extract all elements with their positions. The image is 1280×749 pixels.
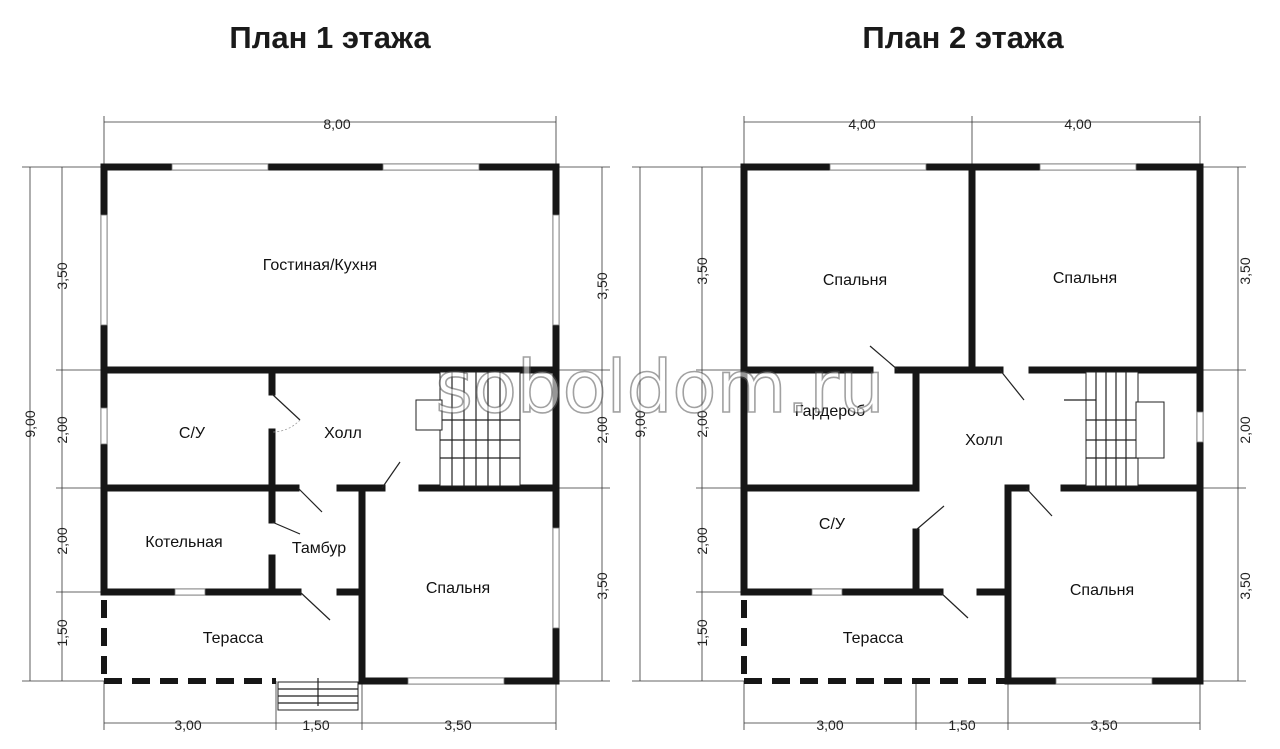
- plan-2-dim-bottom-1: 3,00: [816, 717, 843, 733]
- plan-2-room-bedroom-bottom-right: Спальня: [1070, 582, 1134, 599]
- plan-1-title: План 1 этажа: [229, 20, 431, 55]
- plan-2: Спальня Спальня Гардероб Холл С/У Спальн…: [632, 116, 1253, 733]
- plan-1-dim-left-3: 2,00: [54, 527, 70, 554]
- plan-1-dim-bottom-1: 3,00: [174, 717, 201, 733]
- plan-2-dim-top-1: 4,00: [848, 116, 875, 132]
- plan-1-entrance-steps: [277, 678, 359, 711]
- plan-2-dim-bottom-3: 3,50: [1090, 717, 1117, 733]
- plan-1-room-boiler: Котельная: [145, 534, 222, 551]
- plan-2-dim-top-2: 4,00: [1064, 116, 1091, 132]
- plan-2-dim-left-4: 1,50: [694, 619, 710, 646]
- plan-1-dim-right-1: 3,50: [594, 272, 610, 299]
- plan-1-dim-left-4: 1,50: [54, 619, 70, 646]
- plan-2-dim-right-3: 3,50: [1237, 572, 1253, 599]
- plan-1-dim-top-total: 8,00: [323, 116, 350, 132]
- plan-1-stairs: [415, 371, 521, 487]
- plan-2-dim-left-2: 2,00: [694, 410, 710, 437]
- plan-1-room-hall: Холл: [324, 425, 362, 442]
- plan-2-room-hall: Холл: [965, 432, 1003, 449]
- plan-2-windows: [811, 163, 1204, 685]
- plan-2-doors: [869, 345, 1053, 619]
- plan-1-dimension-lines: [22, 116, 610, 730]
- plan-1-room-bedroom: Спальня: [426, 580, 490, 597]
- plan-1-dim-left-2: 2,00: [54, 416, 70, 443]
- plan-2-room-terrace: Терасса: [843, 630, 904, 647]
- plan-1-room-living-kitchen: Гостиная/Кухня: [263, 257, 377, 274]
- plan-1-room-terrace: Терасса: [203, 630, 264, 647]
- plan-1-dim-left-total: 9,00: [22, 410, 38, 437]
- plan-1-room-wc: С/У: [179, 425, 206, 442]
- plan-2-title: План 2 этажа: [862, 20, 1064, 55]
- plan-2-room-wc: С/У: [819, 516, 846, 533]
- plan-2-stairs: [1064, 371, 1165, 487]
- watermark: soboldom.ru: [435, 345, 884, 429]
- plan-1-room-vestibule: Тамбур: [292, 540, 346, 557]
- plan-2-dim-left-3: 2,00: [694, 527, 710, 554]
- plan-1-dim-left-1: 3,50: [54, 262, 70, 289]
- plan-2-dim-bottom-2: 1,50: [948, 717, 975, 733]
- plan-2-walls: [740, 163, 1204, 685]
- plan-2-dim-left-total: 9,00: [632, 410, 648, 437]
- plan-1: Гостиная/Кухня С/У Холл Котельная Тамбур…: [22, 116, 610, 733]
- plan-2-dim-right-2: 2,00: [1237, 416, 1253, 443]
- plan-2-dim-left-1: 3,50: [694, 257, 710, 284]
- plan-2-room-bedroom-top-left: Спальня: [823, 272, 887, 289]
- plan-1-windows: [100, 163, 560, 685]
- plan-2-room-bedroom-top-right: Спальня: [1053, 270, 1117, 287]
- plan-2-dimension-lines: [632, 116, 1246, 730]
- plan-1-dim-right-2: 2,00: [594, 416, 610, 443]
- plan-1-terrace-railing: [101, 600, 276, 684]
- plan-1-doors: [271, 393, 401, 621]
- plan-1-dim-bottom-2: 1,50: [302, 717, 329, 733]
- plan-2-dim-right-1: 3,50: [1237, 257, 1253, 284]
- plan-1-dim-right-3: 3,50: [594, 572, 610, 599]
- plan-2-terrace-railing: [741, 600, 1008, 684]
- plan-2-room-wardrobe: Гардероб: [795, 403, 865, 420]
- plan-1-dim-bottom-3: 3,50: [444, 717, 471, 733]
